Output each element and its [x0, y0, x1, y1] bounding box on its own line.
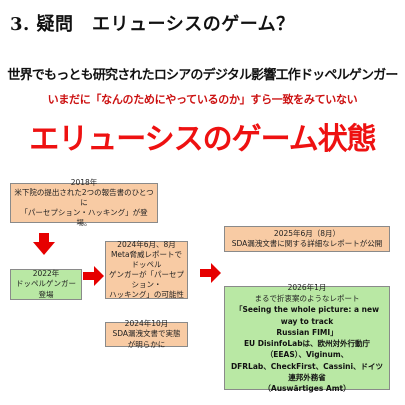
box-text: ドッペルゲンガー登場: [16, 279, 76, 299]
timeline-box-2024-oct: 2024年10月 SDA漏洩文書で実態が明らかに: [105, 319, 188, 349]
report-title: Russian FIMI」: [276, 327, 338, 337]
big-title: エリューシスのゲーム状態: [29, 122, 377, 157]
box-text: 「パーセプション・ハッキング」が登場。: [20, 208, 148, 228]
arrow-right-icon: [83, 266, 104, 286]
box-text: まるで折衷案のようなレポート: [254, 294, 360, 303]
arrow-right-icon: [200, 263, 221, 283]
box-year: 2018年: [70, 177, 98, 187]
box-text: ゲンガーが「パーセプション・: [109, 270, 184, 290]
arrow-down-icon: [33, 233, 55, 255]
subheading-red: いまだに「なんのためにやっているのか」すら一致をみていない: [47, 93, 358, 106]
timeline-box-2022: 2022年 ドッペルゲンガー登場: [10, 269, 82, 300]
box-text: 米下院の提出された2つの報告書のひとつに: [14, 187, 154, 207]
box-year: 2022年: [32, 269, 60, 279]
box-text: （Auswärtiges Amt）: [263, 384, 351, 393]
box-text: ハッキング」の可能性: [109, 290, 184, 300]
box-text: EU DisinfoLabは、欧州対外行動庁（EEAS）、Viginum、: [243, 339, 371, 360]
box-year: 2025年6月（8月）: [273, 228, 341, 238]
box-year: 2026年1月: [287, 282, 327, 292]
box-year: 2024年6月、8月: [117, 239, 176, 249]
box-text: DFRLab、CheckFirst、Cassini、ドイツ連邦外務省: [230, 361, 384, 382]
timeline-box-2026: 2026年1月 まるで折衷案のようなレポート 「Seeing the whole…: [224, 283, 390, 393]
box-text: SDA漏洩文書で実態が明らかに: [112, 329, 181, 349]
page-heading: 3. 疑問 エリューシスのゲーム？: [10, 14, 295, 35]
box-text: Meta脅威レポートでドッペル: [110, 249, 183, 269]
subheading-main: 世界でもっとも研究されたロシアのデジタル影響工作ドッペルゲンガー: [7, 68, 398, 83]
box-text: SDA漏洩文書に関する詳細なレポートが公開: [231, 239, 383, 248]
box-year: 2024年10月: [124, 319, 169, 329]
timeline-box-2025: 2025年6月（8月） SDA漏洩文書に関する詳細なレポートが公開: [224, 226, 390, 252]
timeline-box-2024-jun: 2024年6月、8月 Meta脅威レポートでドッペル ゲンガーが「パーセプション…: [105, 239, 188, 300]
report-title: 「Seeing the whole picture: a new way to …: [234, 305, 379, 326]
timeline-box-2018: 2018年 米下院の提出された2つの報告書のひとつに 「パーセプション・ハッキン…: [10, 178, 158, 227]
